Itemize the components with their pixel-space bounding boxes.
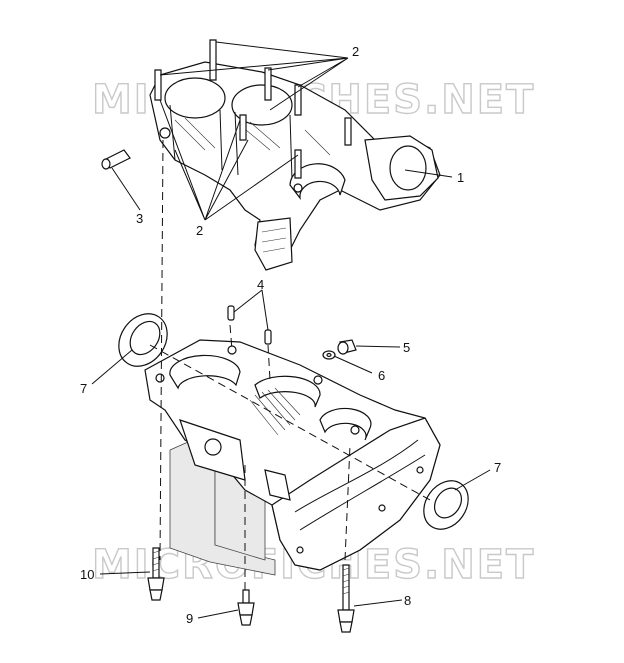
bolt-5 [337, 339, 357, 355]
cylinder-studs [154, 39, 352, 179]
callout-10: 10 [80, 567, 94, 582]
bolt-10 [147, 547, 165, 601]
callout-6: 6 [378, 368, 385, 383]
callout-1: 1 [457, 170, 464, 185]
dowel-pin-3 [101, 149, 131, 170]
callout-3: 3 [136, 211, 143, 226]
seal-7-right [423, 480, 469, 530]
callout-2-bottom: 2 [196, 223, 203, 238]
washer-6 [322, 350, 336, 360]
bolt-9 [237, 589, 255, 626]
callout-9: 9 [186, 611, 193, 626]
callout-8: 8 [404, 593, 411, 608]
alignment-lines [149, 139, 431, 590]
callout-5: 5 [403, 340, 410, 355]
callout-7-right: 7 [494, 460, 501, 475]
lower-crankcase [144, 339, 441, 576]
bolt-8 [337, 564, 355, 633]
leader-lines [91, 41, 491, 619]
callout-7-left: 7 [80, 381, 87, 396]
callout-labels: 2 2 1 3 4 5 6 7 7 8 9 10 [80, 44, 501, 626]
callout-4: 4 [257, 277, 264, 292]
callout-2-top: 2 [352, 44, 359, 59]
